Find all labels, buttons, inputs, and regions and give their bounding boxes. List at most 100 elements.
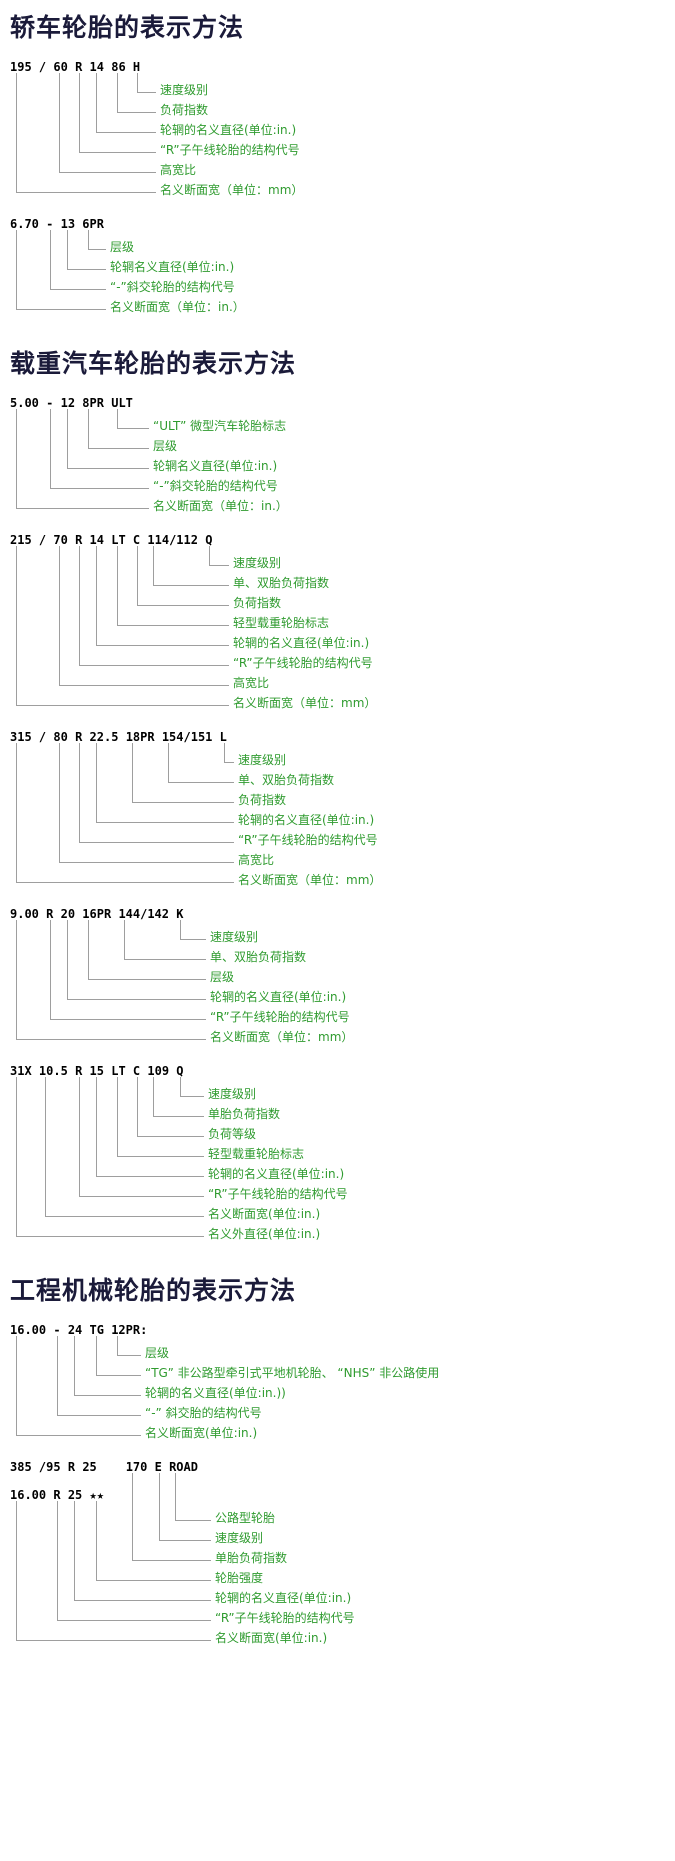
diagram-label-row: 名义断面宽(单位:in.) [10, 1203, 665, 1223]
connector-line [132, 743, 234, 803]
diagram-label: 层级 [153, 439, 178, 453]
tire-code-token: TG [89, 1323, 104, 1337]
connector-line [96, 1336, 141, 1376]
connector-line [117, 1336, 141, 1356]
diagram-label-row: 公路型轮胎 [10, 1507, 665, 1527]
diagram-label-row: 负荷指数 [10, 99, 665, 119]
connector-line [168, 743, 234, 783]
connector-line [59, 546, 229, 686]
diagram-label-row: 速度级别 [10, 1083, 665, 1103]
tire-code-token: 215 [10, 533, 32, 547]
connector-line [117, 546, 229, 626]
tire-code-token: 25 [82, 1460, 97, 1474]
tire-code-token: ULT [111, 396, 133, 410]
tire-code-token: L [219, 730, 227, 744]
tire-code-diagram: 5.00 - 12 8PR ULT“ULT” 微型汽车轮胎标志层级轮辋名义直径(… [10, 394, 665, 515]
diagram-label-row: 层级 [10, 966, 665, 986]
tire-code-token: 195 [10, 60, 32, 74]
connector-line [158, 1473, 211, 1541]
tire-code-token: /95 [38, 1460, 61, 1474]
tire-code-token: Q [176, 1064, 184, 1078]
tire-code-token: 385 [10, 1460, 32, 1474]
diagram-label: 轮辋的名义直径(单位:in.) [238, 813, 375, 827]
diagram-label-row: 名义断面宽（单位：in.） [10, 495, 665, 515]
connector-line [96, 1077, 204, 1177]
diagram-label: “ULT” 微型汽车轮胎标志 [153, 419, 287, 433]
diagram-label-row: 层级 [10, 236, 665, 256]
connector-line [179, 920, 206, 940]
tire-code-token: LT [111, 533, 126, 547]
connector-line [153, 1077, 204, 1117]
tire-code-token: 13 [60, 217, 76, 231]
tire-code-token: C [132, 1064, 141, 1078]
diagram-label-row: “R”子午线轮胎的结构代号 [10, 1607, 665, 1627]
tire-code-token: E [154, 1460, 162, 1474]
diagram-label: 速度级别 [160, 83, 209, 97]
connector-line [49, 920, 206, 1020]
connector-line [136, 73, 156, 93]
tire-code-token: 315 [10, 730, 32, 744]
diagram-label-row: 负荷等级 [10, 1123, 665, 1143]
tire-code-token: / [38, 60, 47, 74]
connector-line [16, 546, 229, 706]
diagram-label: 名义断面宽(单位:in.) [208, 1207, 321, 1221]
diagram-label: “-”斜交轮胎的结构代号 [153, 479, 278, 493]
diagram-label-row: 高宽比 [10, 159, 665, 179]
tire-code-token: 154/151 [161, 730, 213, 744]
diagram-label: 公路型轮胎 [215, 1511, 276, 1525]
diagram-label: 单、双胎负荷指数 [238, 773, 335, 787]
connector-line [136, 1077, 204, 1137]
tire-code-token: 16.00 [10, 1323, 47, 1337]
tire-code-token: 80 [53, 730, 68, 744]
section-title: 工程机械轮胎的表示方法 [10, 1276, 297, 1305]
tire-code-line: 16.00 - 24 TG 12PR: [10, 1321, 665, 1339]
tire-code-token: 10.5 [38, 1064, 68, 1078]
diagram-label: 轮辋的名义直径(单位:in.) [160, 123, 297, 137]
diagram-label-row: 轮辋的名义直径(单位:in.) [10, 986, 665, 1006]
diagram-label-row: 轮辋名义直径(单位:in.) [10, 455, 665, 475]
diagram-label: 名义断面宽（单位：mm） [210, 1030, 354, 1044]
connector-line [16, 743, 234, 883]
tire-code-token: - [53, 1323, 61, 1337]
diagram-label: “-” 斜交胎的结构代号 [145, 1406, 262, 1420]
diagram-label-row: 名义断面宽（单位：mm） [10, 869, 665, 889]
tire-code-token: - [46, 396, 54, 410]
diagram-label-row: 轮辋的名义直径(单位:in.) [10, 119, 665, 139]
diagram-label-row: “R”子午线轮胎的结构代号 [10, 1183, 665, 1203]
tire-code-token: - [46, 217, 54, 231]
diagram-label-row: 速度级别 [10, 749, 665, 769]
diagram-label: 速度级别 [210, 930, 259, 944]
tire-code-token: 6PR [82, 217, 104, 231]
tire-code-token: / [38, 730, 47, 744]
connector-line [88, 230, 106, 250]
tire-code-token: 6.70 [10, 217, 39, 231]
connector-line [74, 1336, 141, 1396]
tire-code-token: 24 [67, 1323, 83, 1337]
tire-code-token: R [75, 730, 83, 744]
connector-line [67, 920, 206, 1000]
diagram-label-row: “ULT” 微型汽车轮胎标志 [10, 415, 665, 435]
tire-code-token: 14 [89, 60, 104, 74]
diagram-label: 轮辋名义直径(单位:in.) [110, 260, 235, 274]
diagram-label: 名义断面宽（单位：in.） [153, 499, 288, 513]
diagram-label: 名义断面宽(单位:in.) [145, 1426, 258, 1440]
diagram-label-row: “R”子午线轮胎的结构代号 [10, 139, 665, 159]
tire-code-token: 170 [125, 1460, 148, 1474]
tire-code-token: R [67, 1460, 76, 1474]
tire-code-token: H [132, 60, 141, 74]
tire-code-token: C [132, 533, 141, 547]
diagram-label: “R”子午线轮胎的结构代号 [233, 656, 373, 670]
diagram-label: 高宽比 [233, 676, 270, 690]
tire-code-token: 12 [60, 396, 76, 410]
connector-line [67, 409, 149, 469]
diagram-label-row: 轮辋名义直径(单位:in.) [10, 256, 665, 276]
tire-code-line: 31X 10.5 R 15 LT C 109 Q [10, 1062, 665, 1080]
tire-code-line: 385 /95 R 25 170 E ROAD [10, 1458, 665, 1476]
diagram-label-row: 层级 [10, 435, 665, 455]
diagram-label-row: 负荷指数 [10, 592, 665, 612]
diagram-label-row: 轮辋的名义直径(单位:in.) [10, 1163, 665, 1183]
tire-code-line: 215 / 70 R 14 LT C 114/112 Q [10, 531, 665, 549]
